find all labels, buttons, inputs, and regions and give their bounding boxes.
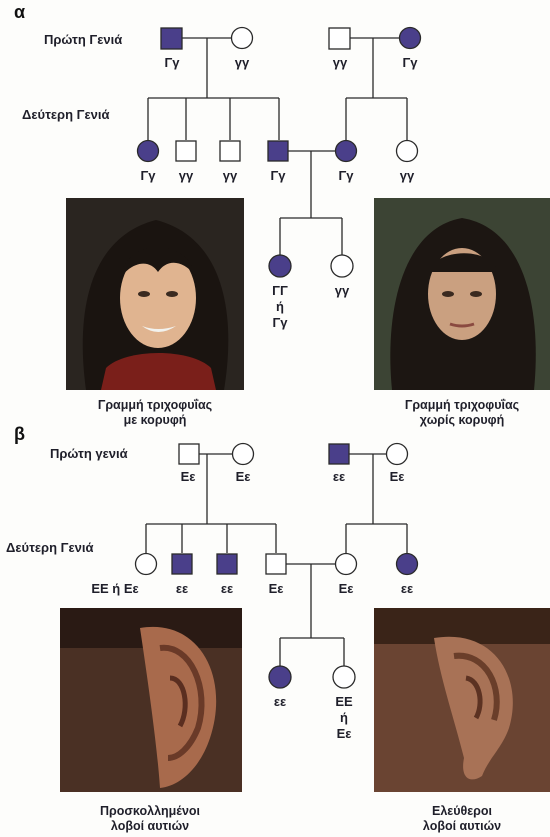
caption-attached-earlobes: Προσκολλημένοι λοβοί αυτιών — [100, 804, 200, 834]
caption-line: Προσκολλημένοι — [99, 804, 201, 818]
photo-woman-widows-peak — [66, 198, 244, 390]
panel-b-second-gen-label: Δεύτερη Γενιά — [6, 540, 94, 555]
caption-line: Ελεύθεροι — [431, 804, 493, 818]
caption-free-earlobes: Ελεύθεροι λοβοί αυτιών — [423, 804, 501, 834]
b-gen1-genotype: Εε — [235, 469, 251, 484]
b-gen2-genotype: Εε — [268, 581, 284, 596]
b-gen2-male-affected — [171, 553, 193, 575]
a-gen1-genotype: γγ — [234, 55, 250, 70]
a-gen1-female-affected — [398, 26, 422, 50]
a-gen1-genotype: γγ — [332, 55, 348, 70]
caption-widows-peak: Γραμμή τριχοφυΐας με κορυφή — [98, 398, 212, 428]
a-gen1-genotype: Γγ — [164, 55, 180, 70]
b-gen1-male-affected — [328, 443, 350, 465]
b-gen3-genotype: Εε — [336, 726, 352, 741]
b-gen2-male — [265, 553, 287, 575]
b-gen1-genotype: εε — [332, 469, 346, 484]
b-gen2-genotype: εε — [220, 581, 234, 596]
a-gen2-male — [219, 140, 241, 162]
a-gen2-genotype: Γγ — [338, 168, 354, 183]
b-gen2-female — [134, 552, 158, 576]
b-gen2-genotype: ΕΕ ή Εε — [91, 581, 139, 596]
a-gen2-genotype: Γγ — [270, 168, 286, 183]
b-gen2-male-affected — [216, 553, 238, 575]
b-gen3-genotype: εε — [273, 694, 287, 709]
photo-woman-straight-hairline — [374, 198, 550, 390]
b-gen1-genotype: Εε — [180, 469, 196, 484]
a-gen3-genotype: ή — [276, 299, 284, 314]
panel-a-letter: α — [14, 2, 26, 22]
photo-attached-earlobe — [60, 608, 242, 792]
photo-free-earlobe — [374, 608, 550, 792]
b-gen2-female-affected — [395, 552, 419, 576]
b-gen1-female — [385, 442, 409, 466]
a-gen1-genotype: Γγ — [402, 55, 418, 70]
b-gen3-female-affected — [268, 665, 292, 689]
a-gen3-female — [330, 254, 354, 278]
a-gen3-genotype: ΓΓ — [272, 283, 288, 298]
a-gen2-female-affected — [334, 139, 358, 163]
a-gen3-genotype: Γγ — [272, 315, 288, 330]
panel-a-first-gen-label: Πρώτη Γενιά — [44, 32, 123, 47]
panel-b-first-gen-label: Πρώτη γενιά — [50, 446, 128, 461]
b-gen1-female — [231, 442, 255, 466]
a-gen2-genotype: γγ — [178, 168, 194, 183]
a-gen2-male-affected — [267, 140, 289, 162]
caption-line: λοβοί αυτιών — [422, 819, 502, 833]
caption-line: με κορυφή — [123, 413, 187, 427]
b-gen2-genotype: εε — [175, 581, 189, 596]
a-gen1-male — [328, 27, 351, 50]
a-gen2-male — [175, 140, 197, 162]
b-gen2-genotype: εε — [400, 581, 414, 596]
a-gen2-genotype: γγ — [222, 168, 238, 183]
a-gen2-female — [395, 139, 419, 163]
b-gen1-genotype: Εε — [389, 469, 405, 484]
panel-a-second-gen-label: Δεύτερη Γενιά — [22, 107, 110, 122]
a-gen1-female — [230, 26, 254, 50]
caption-straight-hairline: Γραμμή τριχοφυΐας χωρίς κορυφή — [405, 398, 519, 428]
caption-line: λοβοί αυτιών — [110, 819, 190, 833]
a-gen3-female-affected — [268, 254, 292, 278]
b-gen3-genotype: ΕΕ — [335, 694, 353, 709]
b-gen2-genotype: Εε — [338, 581, 354, 596]
a-gen2-genotype: Γγ — [140, 168, 156, 183]
b-gen2-female — [334, 552, 358, 576]
b-gen3-genotype: ή — [340, 710, 348, 725]
a-gen1-male-affected — [160, 27, 183, 50]
panel-b-letter: β — [14, 424, 25, 444]
caption-line: Γραμμή τριχοφυΐας — [404, 398, 520, 412]
caption-line: Γραμμή τριχοφυΐας — [97, 398, 213, 412]
a-gen2-genotype: γγ — [399, 168, 415, 183]
caption-line: χωρίς κορυφή — [419, 413, 505, 427]
b-gen3-female — [332, 665, 356, 689]
a-gen3-genotype: γγ — [334, 283, 350, 298]
a-gen2-female-affected — [136, 139, 160, 163]
b-gen1-male — [178, 443, 200, 465]
